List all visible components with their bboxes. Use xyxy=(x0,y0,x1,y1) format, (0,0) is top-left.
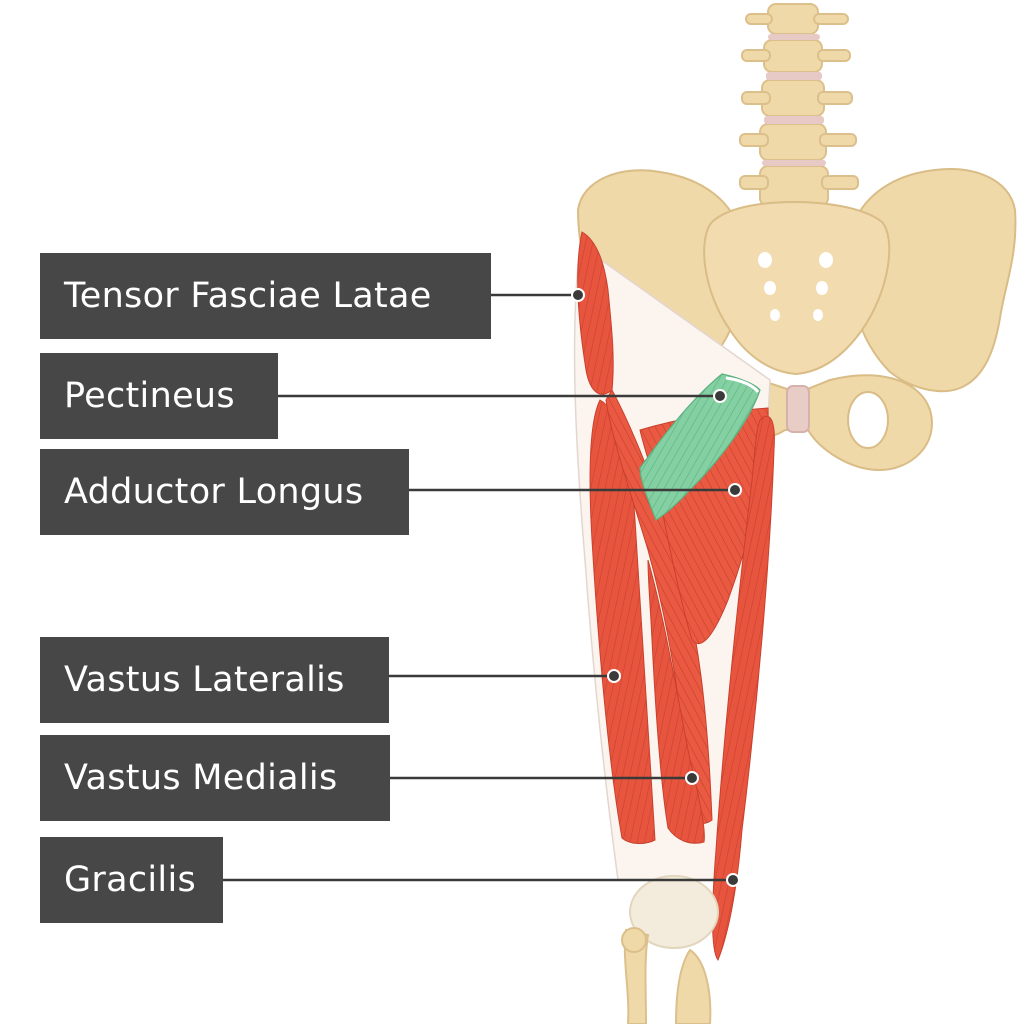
vastus-lateralis-pointer xyxy=(607,669,621,683)
label-adductor-longus: Adductor Longus xyxy=(40,449,409,535)
gracilis-pointer xyxy=(726,873,740,887)
pelvis xyxy=(576,168,1017,472)
tensor-fasciae-latae-pointer xyxy=(571,288,585,302)
vastus-medialis-pointer xyxy=(685,771,699,785)
label-text: Adductor Longus xyxy=(64,472,364,512)
gracilis-muscle xyxy=(712,415,775,961)
label-vastus-medialis: Vastus Medialis xyxy=(40,735,390,821)
lower-leg-bones xyxy=(621,927,712,1024)
label-gracilis: Gracilis xyxy=(40,837,223,923)
leader-dots xyxy=(571,288,742,887)
leader-lines xyxy=(223,293,735,882)
pectineus-muscle xyxy=(639,373,761,521)
label-text: Tensor Fasciae Latae xyxy=(64,276,432,316)
label-tensor-fasciae-latae: Tensor Fasciae Latae xyxy=(40,253,491,339)
vastus-lateralis-muscle xyxy=(589,399,656,844)
label-text: Vastus Lateralis xyxy=(64,660,345,700)
adductor-longus-pointer xyxy=(728,483,742,497)
patella xyxy=(629,875,719,949)
label-text: Vastus Medialis xyxy=(64,758,338,798)
label-pectineus: Pectineus xyxy=(40,353,278,439)
label-text: Pectineus xyxy=(64,376,235,416)
label-text: Gracilis xyxy=(64,860,197,900)
pectineus-pointer xyxy=(713,389,727,403)
label-vastus-lateralis: Vastus Lateralis xyxy=(40,637,389,723)
